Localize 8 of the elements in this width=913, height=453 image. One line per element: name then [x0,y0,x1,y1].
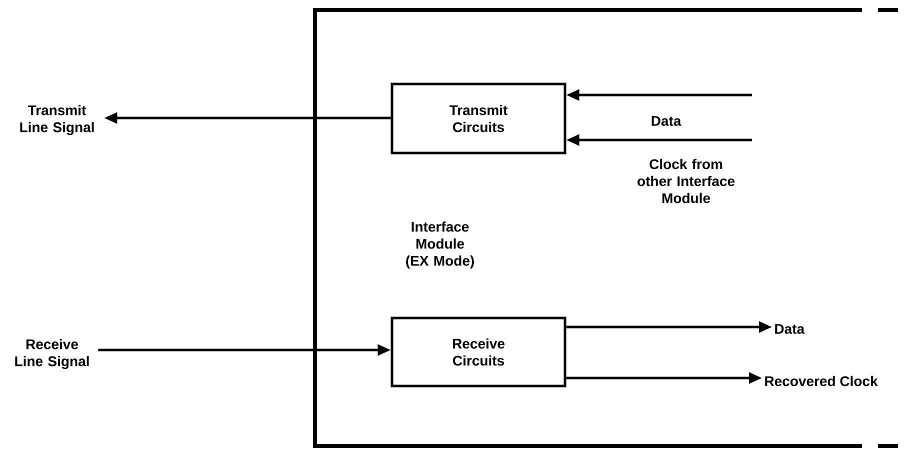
circuit-box: Receive Circuits [390,316,566,388]
signal-label: Transmit Line Signal [20,104,94,136]
signal-label: Receive Line Signal [15,338,89,370]
signal-label: Data [775,324,805,334]
circuit-box: Transmit Circuits [390,82,566,154]
signal-label: Clock from other Interface Module [638,158,735,204]
signal-label: Recovered Clock [765,376,878,386]
signal-label: Data [652,116,682,126]
